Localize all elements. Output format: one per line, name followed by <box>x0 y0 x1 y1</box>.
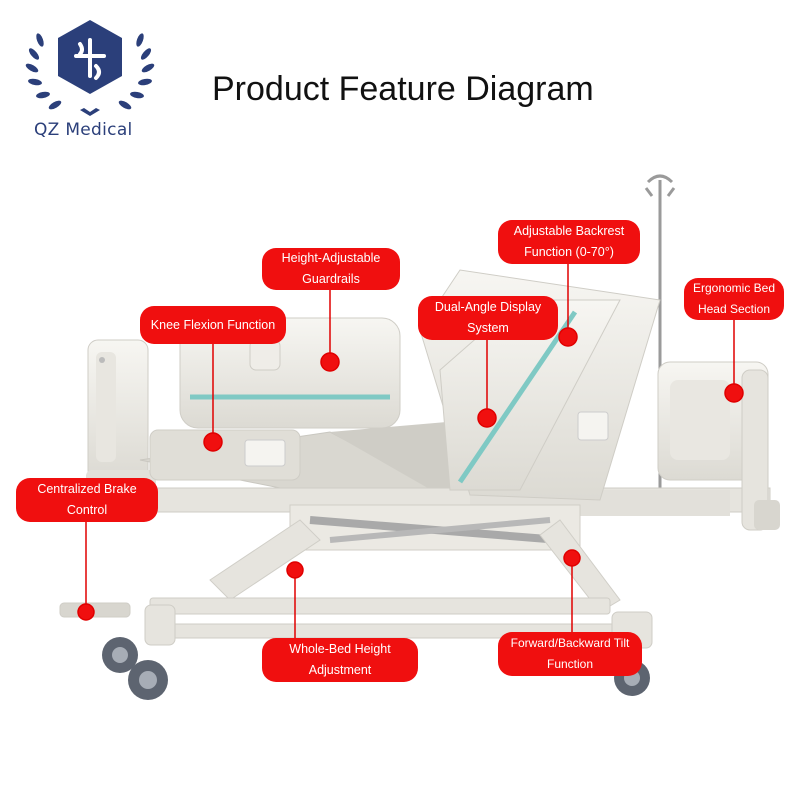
callout-whole-bed-height: Whole-Bed Height Adjustment <box>262 638 418 682</box>
marker-dot <box>286 561 304 579</box>
brand-name: QZ Medical <box>34 120 133 140</box>
callout-ergonomic-head: Ergonomic Bed Head Section <box>684 278 784 320</box>
callout-connectors <box>77 262 744 640</box>
marker-dot <box>558 327 578 347</box>
marker-dot <box>77 603 95 621</box>
callout-tilt: Forward/Backward Tilt Function <box>498 632 642 676</box>
knee-section <box>149 411 609 481</box>
head-board <box>657 361 780 531</box>
brand-logo <box>25 20 155 116</box>
page-title: Product Feature Diagram <box>212 70 594 108</box>
marker-dot <box>203 432 223 452</box>
callout-knee-flexion: Knee Flexion Function <box>140 306 286 344</box>
marker-dot <box>724 383 744 403</box>
laurel-wreath-icon <box>25 33 155 116</box>
marker-dot <box>320 352 340 372</box>
callout-adjustable-backrest: Adjustable Backrest Function (0-70°) <box>498 220 640 264</box>
lift-mechanism <box>209 504 621 613</box>
callout-centralized-brake: Centralized Brake Control <box>16 478 158 522</box>
guardrail-foot <box>179 317 401 429</box>
callout-dual-angle-display: Dual-Angle Display System <box>418 296 558 340</box>
callout-height-guardrails: Height-Adjustable Guardrails <box>262 248 400 290</box>
marker-dot <box>563 549 581 567</box>
marker-dot <box>477 408 497 428</box>
